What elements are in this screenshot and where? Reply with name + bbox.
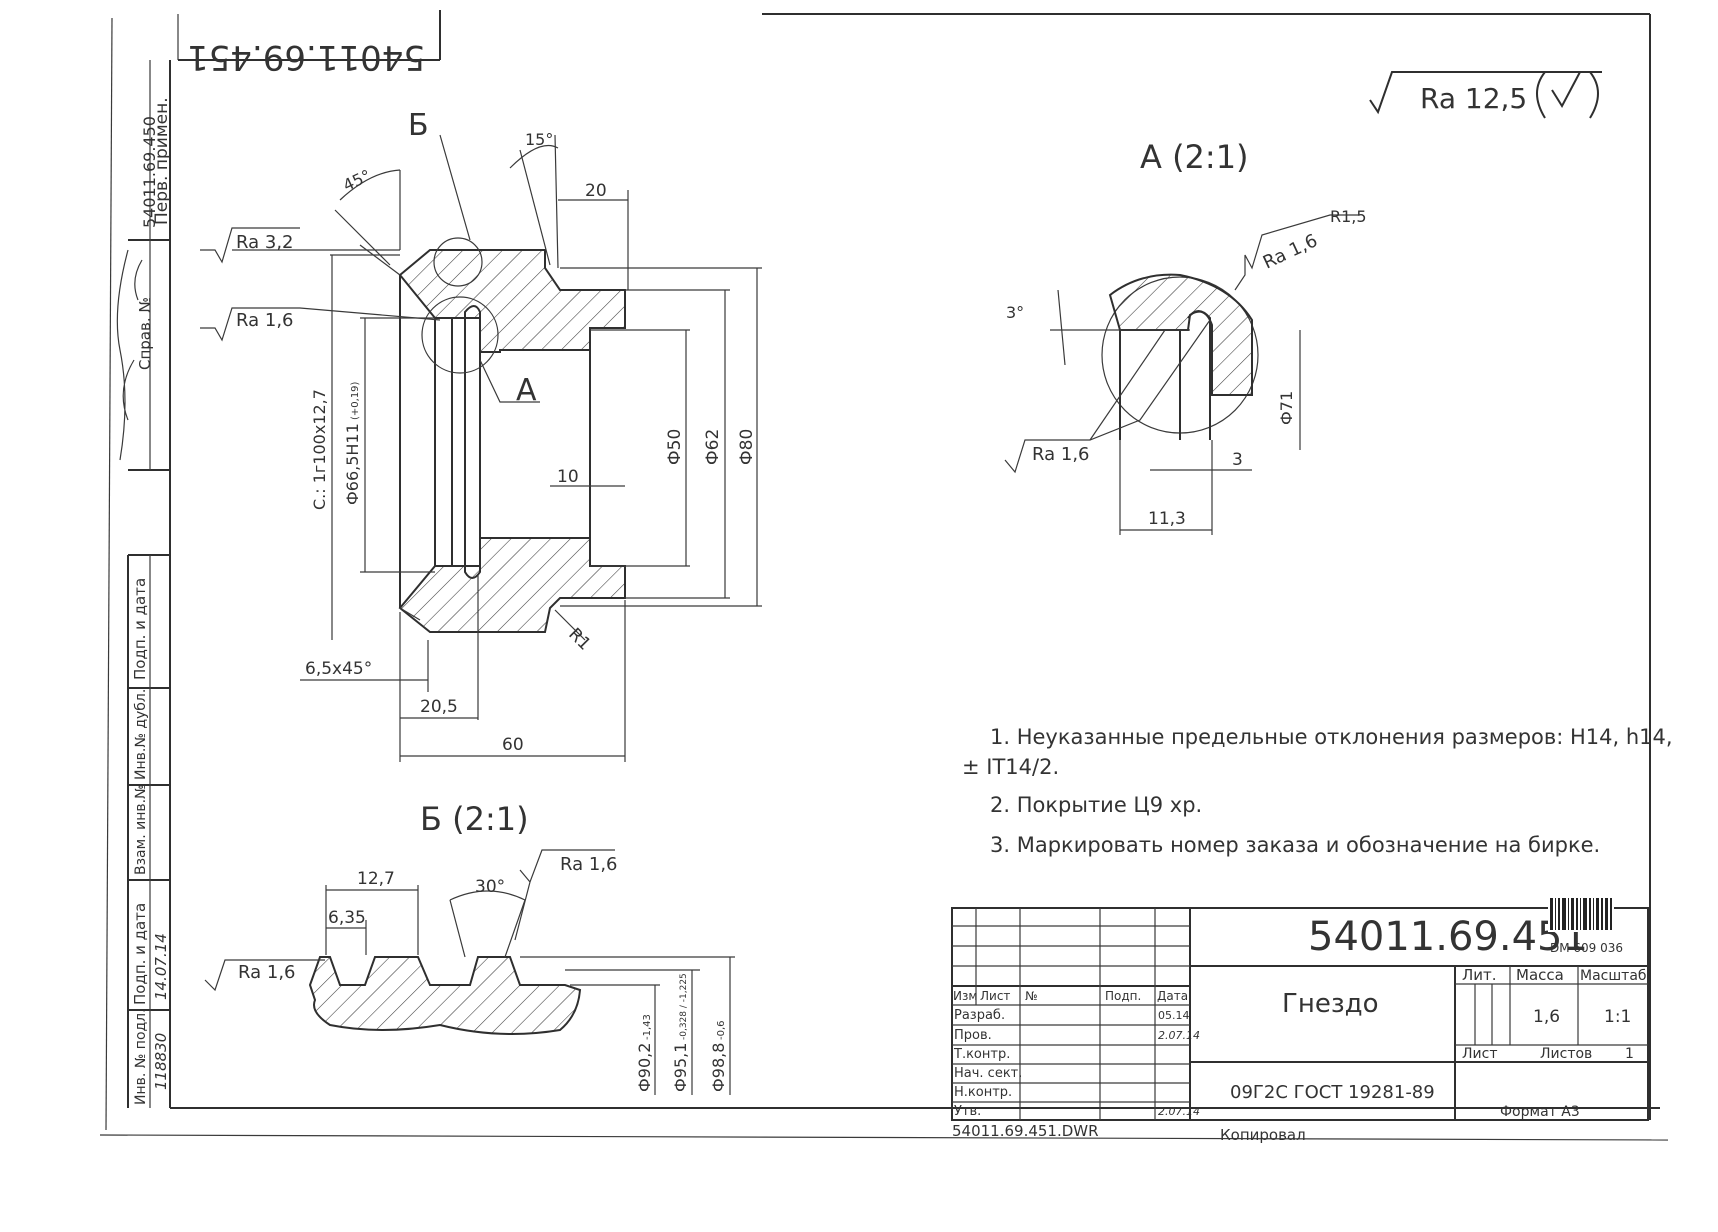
- tb-scale: 1:1: [1604, 1007, 1631, 1027]
- svg-text:Ra 12,5: Ra 12,5: [1420, 82, 1527, 115]
- ra-1-6-main: Ra 1,6: [236, 310, 294, 331]
- stamp-dup-inv: Инв.№ дубл.: [133, 689, 149, 780]
- barcode-image: [1548, 896, 1614, 932]
- stamp-replace-inv: Взам. инв.№: [133, 784, 149, 875]
- section-a-marker: А: [516, 373, 537, 408]
- barcode-text: DM 609 036: [1550, 941, 1623, 955]
- first-use-number: 54011.69.450: [140, 116, 159, 228]
- drawing-number-rotated: 54011.69.451: [187, 37, 425, 77]
- d50: Ф50: [665, 429, 685, 465]
- d90-2-tol: -1,43: [642, 1014, 653, 1040]
- angle-3: 3°: [1006, 303, 1024, 322]
- bore-tol: (+0,19): [350, 381, 361, 420]
- stamp-orig-inv: Инв. № подл.: [133, 1008, 149, 1105]
- detail-b-view: Б (2:1) 12,7 6,35 30° Ra 1,6 Ra 1,6 Ф90,…: [204, 800, 735, 1095]
- dim-12-7: 12,7: [357, 869, 395, 889]
- bore-dim: Ф66,5Н11: [343, 423, 362, 505]
- tb-date-6: 2.07.14: [1158, 1105, 1200, 1118]
- tb-sheets-label: Листов: [1540, 1046, 1592, 1062]
- d98-8-tol: -0,6: [716, 1020, 727, 1040]
- ref-no-label: Справ. №: [136, 297, 154, 370]
- tb-row-approved: Утв.: [954, 1104, 981, 1119]
- signature-scribble: [116, 249, 143, 461]
- tb-row-checker: Пров.: [954, 1028, 992, 1043]
- dim-60: 60: [502, 735, 524, 755]
- tb-col-no: №: [1025, 989, 1037, 1003]
- general-roughness-symbol: Ra 12,5: [1369, 71, 1602, 119]
- tb-mass: 1,6: [1533, 1007, 1560, 1027]
- r1-5: R1,5: [1330, 207, 1367, 226]
- dim-20-5: 20,5: [420, 697, 458, 717]
- tb-file: 54011.69.451.DWR: [952, 1122, 1099, 1140]
- d71: Ф71: [1277, 391, 1296, 425]
- tb-col-list: Лист: [980, 989, 1010, 1003]
- tb-row-ncontrol: Н.контр.: [954, 1085, 1012, 1100]
- dim-10: 10: [557, 467, 579, 487]
- tb-date-2: 2.07.14: [1158, 1029, 1200, 1042]
- note-3: 3. Маркировать номер заказа и обозначени…: [990, 833, 1600, 857]
- title-block: Изм Лист № Подп. Дата Разраб. Пров. Т.ко…: [951, 896, 1649, 1144]
- dim-11-3: 11,3: [1148, 509, 1186, 529]
- ra-3-2: Ra 3,2: [236, 232, 294, 253]
- dim-20: 20: [585, 181, 607, 201]
- note-2: 2. Покрытие Ц9 хр.: [990, 793, 1202, 817]
- d95-1-tol: -0,328 / -1,225: [679, 973, 689, 1040]
- tb-row-head: Нач. сект.: [954, 1066, 1022, 1081]
- ra-1-6-a-top: Ra 1,6: [1260, 230, 1321, 273]
- tb-row-developer: Разраб.: [954, 1008, 1005, 1023]
- d80: Ф80: [737, 429, 757, 465]
- stamp-sign-date-1: Подп. и дата: [131, 578, 149, 680]
- stamp-orig-inv-value: 118830: [152, 1033, 170, 1090]
- tb-number: 54011.69.451: [1308, 914, 1588, 960]
- tb-copied: Копировал: [1220, 1126, 1306, 1144]
- tb-mass-label: Масса: [1516, 966, 1564, 984]
- main-section-view: Б А 45° 15° 20 Ra 3,2 Ra 1,6 С.: 1г100х1…: [200, 108, 762, 762]
- d62: Ф62: [703, 429, 723, 465]
- tb-date-1: 05.14: [1158, 1009, 1190, 1022]
- stamp-sign-date-2: Подп. и дата: [131, 903, 149, 1005]
- d95-1: Ф95,1: [671, 1043, 690, 1092]
- drawing-frame: [99, 10, 1669, 1141]
- d98-8: Ф98,8: [709, 1043, 728, 1092]
- detail-b-title: Б (2:1): [420, 800, 529, 838]
- ra-1-6-b-left: Ra 1,6: [238, 962, 296, 983]
- angle-15: 15°: [525, 130, 553, 149]
- chamfer-dim: 6,5х45°: [305, 659, 372, 679]
- dim-6-35: 6,35: [328, 908, 366, 928]
- angle-45: 45°: [340, 166, 374, 195]
- ra-1-6-b-top: Ra 1,6: [560, 854, 618, 875]
- tb-format: Формат А3: [1500, 1104, 1580, 1120]
- dim-3: 3: [1232, 450, 1243, 470]
- technical-notes: 1. Неуказанные предельные отклонения раз…: [962, 725, 1673, 857]
- thread-dim: С.: 1г100х12,7: [310, 389, 329, 510]
- r1: R1: [564, 624, 594, 654]
- tb-lit-label: Лит.: [1462, 966, 1497, 984]
- d90-2: Ф90,2: [635, 1043, 654, 1092]
- detail-a-title: А (2:1): [1140, 138, 1249, 176]
- detail-a-view: А (2:1) 3° Ra 1,6 R1,5 Ra 1,6 Ф71 3 11,3: [1004, 138, 1367, 535]
- tb-row-tcontrol: Т.контр.: [953, 1047, 1010, 1062]
- tb-col-date: Дата: [1157, 989, 1188, 1003]
- first-use-label: Перв. примен.: [152, 97, 172, 225]
- tb-part-name: Гнездо: [1282, 989, 1379, 1019]
- tb-scale-label: Масштаб: [1580, 968, 1647, 984]
- tb-sheets: 1: [1625, 1046, 1634, 1062]
- ra-1-6-a-left: Ra 1,6: [1032, 444, 1090, 465]
- tb-col-sign: Подп.: [1105, 989, 1141, 1003]
- angle-30: 30°: [475, 877, 505, 897]
- section-b-marker: Б: [408, 108, 429, 143]
- tb-material: 09Г2С ГОСТ 19281-89: [1230, 1082, 1435, 1103]
- tb-sheet-label: Лист: [1462, 1046, 1497, 1062]
- tb-col-izm: Изм: [953, 989, 977, 1003]
- note-1: 1. Неуказанные предельные отклонения раз…: [990, 725, 1673, 749]
- note-1-cont: ± IT14/2.: [962, 755, 1059, 779]
- stamp-sign-date-value: 14.07.14: [152, 933, 170, 1000]
